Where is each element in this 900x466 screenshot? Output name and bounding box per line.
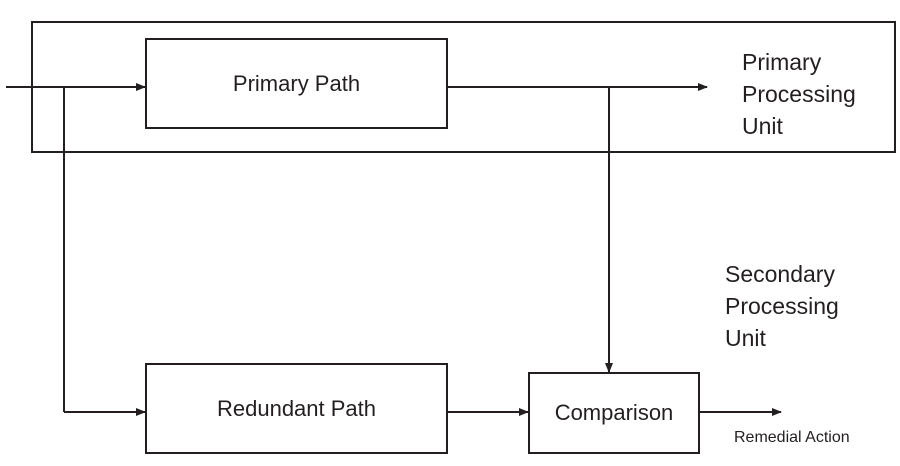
- primary-processing-unit-label: Primary Processing Unit: [742, 46, 856, 142]
- primary-path-label: Primary Path: [232, 70, 361, 96]
- comparison-block: [528, 372, 700, 454]
- redundant-path-label: Redundant Path: [216, 395, 377, 421]
- secondary-unit-line-1: Secondary: [725, 261, 835, 287]
- comparison-label: Comparison: [554, 400, 674, 425]
- secondary-processing-unit-label: Secondary Processing Unit: [725, 258, 839, 354]
- secondary-unit-line-3: Unit: [725, 325, 766, 351]
- primary-path-block: [145, 38, 448, 129]
- remedial-action-label: Remedial Action: [734, 429, 850, 446]
- primary-unit-line-1: Primary: [742, 49, 822, 75]
- primary-unit-line-3: Unit: [742, 113, 783, 139]
- secondary-unit-line-2: Processing: [725, 293, 839, 319]
- redundant-path-block: [145, 363, 448, 454]
- primary-unit-line-2: Processing: [742, 81, 856, 107]
